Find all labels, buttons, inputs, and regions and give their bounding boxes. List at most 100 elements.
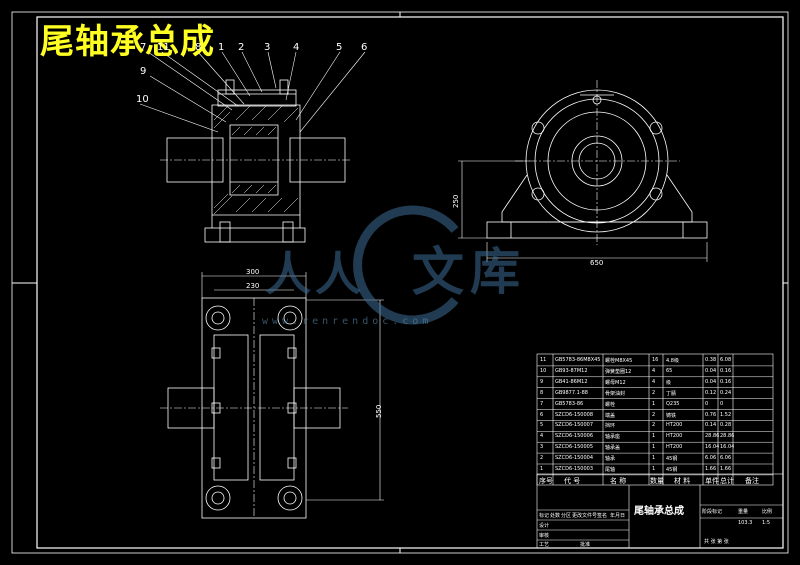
bom-cell-material: 铸铁 [666, 412, 677, 419]
bom-cell-code: GB5783-86M8X45 [555, 357, 601, 363]
bom-cell-qty: 1 [652, 466, 656, 472]
watermark-char-3: 文 [412, 242, 465, 303]
bom-cell-code: GB41-86M12 [555, 378, 588, 385]
sign-label-5: 签名 [597, 513, 608, 519]
bom-cell-material: HT200 [666, 422, 683, 429]
bom-cell-code: SZCD6-150003 [555, 466, 594, 472]
role-label-process: 工艺 [539, 542, 550, 548]
callout-2: 2 [238, 42, 245, 53]
bom-cell-total: 0.16 [720, 367, 732, 374]
bom-cell-code: GB9877.1-88 [555, 389, 588, 396]
role-label-review: 审核 [539, 533, 550, 539]
bom-cell-unit: 0 [705, 400, 709, 407]
bom-cell-material: Q235 [666, 400, 680, 407]
end-view-dims [458, 160, 708, 262]
bom-cell-no: 9 [540, 378, 544, 385]
bom-cell-unit: 0.04 [705, 367, 717, 374]
bom-cell-code: SZCD6-150004 [555, 455, 594, 462]
watermark-logo [353, 205, 459, 325]
bom-cell-name: 尾轴 [605, 467, 616, 473]
role-label-design: 设计 [539, 523, 550, 529]
bom-cell-name: 弹簧垫圈12 [605, 368, 632, 375]
bom-header-material: 材 料 [674, 477, 691, 485]
bom-cell-unit: 0.14 [705, 422, 717, 429]
callout-8: 8 [195, 42, 202, 53]
callout-1: 1 [218, 42, 225, 53]
bom-cell-no: 7 [540, 400, 544, 407]
dim-top-height: 250 [452, 194, 460, 208]
stage-header-1: 阶段标记 [702, 509, 723, 515]
drawing-title: 尾轴承总成 [634, 506, 684, 517]
bom-cell-no: 3 [540, 444, 544, 451]
bom-cell-name: 端盖 [605, 412, 616, 419]
bom-cell-qty: 1 [652, 455, 656, 462]
bom-cell-unit: 1.66 [705, 466, 717, 472]
bom-cell-total: 1.52 [720, 411, 732, 418]
bom-cell-no: 11 [540, 357, 547, 363]
dim-plan-height: 550 [375, 404, 383, 418]
bom-cell-qty: 4 [652, 367, 656, 374]
bom-cell-material: 45钢 [666, 467, 678, 473]
callout-4: 4 [293, 42, 300, 53]
bom-cell-unit: 0.04 [705, 378, 717, 385]
bom-cell-total: 0.24 [720, 389, 732, 396]
bom-header-qty: 数量 [650, 477, 664, 485]
bom-cell-material: HT200 [666, 433, 683, 440]
callout-6: 6 [361, 42, 368, 53]
bom-cell-name: 螺母M12 [605, 379, 626, 386]
role-label-approve: 批准 [580, 542, 591, 548]
bom-cell-code: GB93-87M12 [555, 367, 588, 374]
bom-cell-unit: 0.12 [705, 389, 717, 396]
sign-label-1: 标记 [539, 513, 550, 519]
watermark-url: www.renrendoc.com [262, 316, 433, 327]
bom-cell-code: SZCD6-150008 [555, 411, 594, 418]
bom-header-total: 总计 [720, 477, 734, 485]
watermark-char-2: 人 [315, 247, 361, 301]
callout-11: 11 [157, 42, 170, 53]
bom-header-no: 序号 [539, 477, 553, 485]
bom-frame [536, 353, 784, 549]
scale-value: 1:5 [762, 520, 771, 526]
sign-label-2: 处数 [550, 513, 561, 519]
bom-cell-qty: 2 [652, 411, 656, 418]
bom-cell-material: 丁腈 [666, 390, 677, 397]
callout-3: 3 [264, 42, 271, 53]
stage-header-3: 比例 [762, 509, 773, 515]
bom-cell-material: 4.8级 [666, 358, 679, 364]
leader-lines [139, 51, 366, 133]
bom-cell-code: SZCD6-150006 [555, 433, 594, 440]
bom-cell-material: 65 [666, 367, 673, 374]
callout-9: 9 [140, 66, 147, 77]
bom-row-lines [537, 365, 773, 476]
bom-cell-total: 6.08 [720, 357, 732, 363]
bom-cell-total: 1.66 [720, 466, 732, 472]
bom-header-name: 名 称 [610, 477, 627, 485]
bom-header-code: 代 号 [564, 477, 581, 485]
bom-cell-no: 2 [540, 455, 544, 462]
bom-cell-code: GB5783-86 [555, 400, 584, 407]
bom-cell-qty: 16 [652, 357, 659, 363]
bom-cell-material: HT200 [666, 444, 683, 451]
bom-cell-no: 8 [540, 389, 544, 396]
sign-label-4: 更改文件号 [572, 513, 598, 519]
bom-cell-name: 螺栓 [605, 401, 616, 408]
bom-cell-no: 1 [540, 466, 544, 472]
bom-cell-qty: 2 [652, 389, 656, 396]
bom-cell-total: 0.16 [720, 378, 732, 385]
bom-cell-name: 轴承 [605, 456, 616, 463]
plan-view-dims [201, 272, 384, 501]
bom-cell-name: 轴承座 [605, 434, 621, 441]
callout-10: 10 [136, 94, 149, 105]
dim-plan-outer: 300 [246, 268, 260, 276]
overlay-title: 尾轴承总成 [40, 22, 215, 62]
bom-cell-unit: 0.38 [705, 357, 717, 363]
bom-cell-unit: 16.04 [705, 444, 720, 451]
bom-cell-name: 骨架油封 [605, 390, 626, 397]
bom-cell-code: SZCD6-150007 [555, 422, 594, 429]
sign-label-3: 分区 [561, 513, 572, 519]
bom-cell-qty: 4 [652, 378, 656, 385]
dim-plan-inner: 230 [246, 282, 260, 290]
bom-header-note: 备注 [745, 477, 759, 485]
bom-header-unit: 单件 [705, 477, 719, 485]
